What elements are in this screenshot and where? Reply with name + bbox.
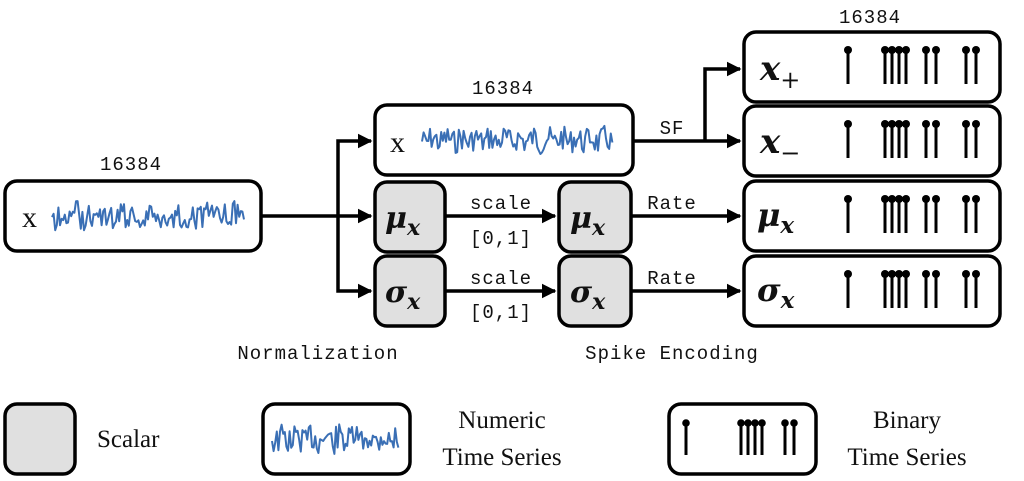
x-plus-output-box: x+ [742, 30, 1002, 104]
normalization-stage-label: Normalization [237, 343, 398, 365]
rate-label-std: Rate [647, 268, 697, 290]
input-waveform [51, 200, 245, 232]
scaled-std-symbol: σx [570, 275, 606, 315]
input-x-symbol: x [22, 201, 37, 234]
mu-output-box: μx [742, 179, 1002, 253]
scale-label-std: scale [470, 268, 532, 290]
mu-output-symbol: μx [757, 196, 794, 239]
mu-spike-train [844, 195, 980, 233]
spike-head [895, 46, 903, 54]
spike-head [902, 46, 910, 54]
spike-head [972, 270, 980, 278]
spike-head [895, 270, 903, 278]
legend-scalar-label: Scalar [97, 426, 160, 453]
spike-head [744, 419, 752, 427]
spike-head [844, 46, 852, 54]
legend-binary-label-line1: Binary [873, 407, 942, 434]
spike-head [881, 195, 889, 203]
scaled-std-scalar-box: σx [557, 254, 633, 328]
x-plus-symbol: x+ [759, 49, 800, 94]
spike-head [902, 270, 910, 278]
spike-head [972, 46, 980, 54]
sigma-output-box: σx [742, 254, 1002, 328]
spike-head [844, 120, 852, 128]
spike-head [895, 120, 903, 128]
spike-head [922, 270, 930, 278]
spike-head [881, 120, 889, 128]
output-length-label: 16384 [839, 7, 901, 29]
spike-head [751, 419, 759, 427]
spike-head [888, 120, 896, 128]
sigma-output-symbol: σx [757, 271, 795, 314]
normalized-series-box: x [373, 103, 635, 177]
normalized-length-label: 16384 [472, 78, 534, 100]
sigma-spike-train [844, 270, 980, 308]
spike-head [895, 195, 903, 203]
spike-head [902, 120, 910, 128]
spike-head [737, 419, 745, 427]
legend-binary-label-line2: Time Series [847, 444, 966, 471]
x-minus-spike-train [844, 120, 980, 158]
spike-head [781, 419, 789, 427]
range-label-std: [0,1] [470, 302, 532, 324]
arrow-to-normalized [336, 133, 373, 216]
rate-label-mean: Rate [647, 193, 697, 215]
arrow-to-std [336, 216, 373, 299]
spike-head [932, 120, 940, 128]
scaled-mean-scalar-box: μx [557, 180, 633, 254]
legend: Scalar Numeric Time Series Binary Time S… [3, 402, 967, 476]
sf-label: SF [660, 118, 685, 140]
spike-head [962, 120, 970, 128]
legend-numeric-label-line1: Numeric [458, 407, 545, 434]
mean-symbol: μx [385, 201, 421, 241]
spike-head [902, 195, 910, 203]
spike-head [844, 270, 852, 278]
spike-head [922, 195, 930, 203]
x-minus-symbol: x− [759, 122, 800, 167]
spike-head [972, 195, 980, 203]
spike-head [888, 195, 896, 203]
legend-numeric-waveform [271, 423, 400, 455]
scale-label-mean: scale [470, 193, 532, 215]
std-symbol: σx [385, 275, 421, 315]
spike-head [881, 46, 889, 54]
spike-head [972, 120, 980, 128]
spike-head [922, 120, 930, 128]
spike-head [844, 195, 852, 203]
spike-head [932, 195, 940, 203]
spike-head [962, 270, 970, 278]
input-length-label: 16384 [100, 154, 162, 176]
x-plus-spike-train [844, 46, 980, 84]
spike-head [881, 270, 889, 278]
spike-head [790, 419, 798, 427]
spike-head [758, 419, 766, 427]
spike-head [888, 46, 896, 54]
normalized-x-symbol: x [390, 126, 405, 159]
spike-head [962, 195, 970, 203]
spike-head [932, 46, 940, 54]
spike-head [962, 46, 970, 54]
spike-head [682, 419, 690, 427]
mean-scalar-box: μx [373, 180, 447, 254]
scaled-mean-symbol: μx [570, 201, 606, 241]
normalized-waveform [421, 124, 614, 155]
legend-binary-spike-train [682, 419, 798, 455]
input-series-box: x [3, 179, 263, 253]
std-scalar-box: σx [373, 254, 447, 328]
spike-head [888, 270, 896, 278]
spike-head [932, 270, 940, 278]
legend-scalar-swatch [3, 402, 77, 476]
legend-numeric-label-line2: Time Series [442, 444, 561, 471]
arrow-to-x-plus [703, 61, 742, 141]
spike-head [922, 46, 930, 54]
x-minus-output-box: x− [742, 104, 1002, 178]
range-label-mean: [0,1] [470, 228, 532, 250]
spike-encoding-stage-label: Spike Encoding [585, 343, 759, 365]
